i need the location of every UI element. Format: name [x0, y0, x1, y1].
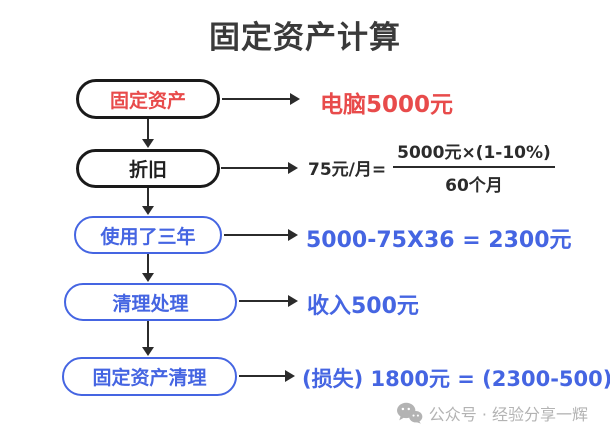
annotation-depreciation-formula: 75元/月= 5000元×(1-10%) 60个月	[308, 138, 555, 196]
node-used-three-years-label: 使用了三年	[100, 225, 196, 248]
page-title: 固定资产计算	[209, 20, 401, 56]
node-cleanup-disposal-label: 清理处理	[112, 292, 189, 315]
annotation-book-value: 5000-75X36 = 2300元	[306, 228, 572, 253]
pointer-line-4	[239, 300, 288, 302]
node-cleanup-disposal: 清理处理	[64, 283, 237, 321]
node-fixed-asset: 固定资产	[76, 79, 220, 119]
watermark-text: 公众号 · 经验分享一辉	[428, 405, 588, 424]
formula-prefix: 75元/月=	[308, 159, 387, 180]
connector-line-2	[147, 188, 149, 207]
connector-line-4	[147, 321, 149, 348]
annotation-loss-1800: (损失) 1800元 = (2300-500)	[302, 367, 610, 391]
node-depreciation-label: 折旧	[128, 159, 167, 181]
wechat-icon	[396, 402, 423, 424]
annotation-computer-5000: 电脑5000元	[320, 92, 454, 118]
formula-fraction: 5000元×(1-10%) 60个月	[393, 138, 555, 196]
annotation-income-500: 收入500元	[307, 294, 419, 319]
node-depreciation: 折旧	[76, 149, 220, 188]
watermark: 公众号 · 经验分享一辉	[396, 401, 588, 425]
node-fixed-asset-cleanup-label: 固定资产清理	[92, 367, 207, 389]
arrow-right-icon	[290, 93, 300, 105]
pointer-line-1	[222, 98, 290, 100]
node-fixed-asset-label: 固定资产	[109, 89, 186, 112]
pointer-line-2	[221, 167, 288, 169]
formula-numerator: 5000元×(1-10%)	[393, 138, 555, 168]
node-used-three-years: 使用了三年	[74, 216, 222, 254]
arrow-down-icon	[142, 273, 154, 282]
connector-line-1	[147, 119, 149, 140]
pointer-line-5	[239, 375, 285, 377]
pointer-line-3	[224, 234, 288, 236]
arrow-right-icon	[288, 229, 298, 241]
arrow-right-icon	[288, 295, 298, 307]
arrow-right-icon	[285, 370, 295, 382]
formula-denominator: 60个月	[445, 176, 503, 196]
node-fixed-asset-cleanup: 固定资产清理	[62, 357, 237, 396]
arrow-down-icon	[142, 206, 154, 215]
arrow-right-icon	[288, 162, 298, 174]
connector-line-3	[147, 254, 149, 274]
arrow-down-icon	[142, 139, 154, 148]
arrow-down-icon	[142, 347, 154, 356]
